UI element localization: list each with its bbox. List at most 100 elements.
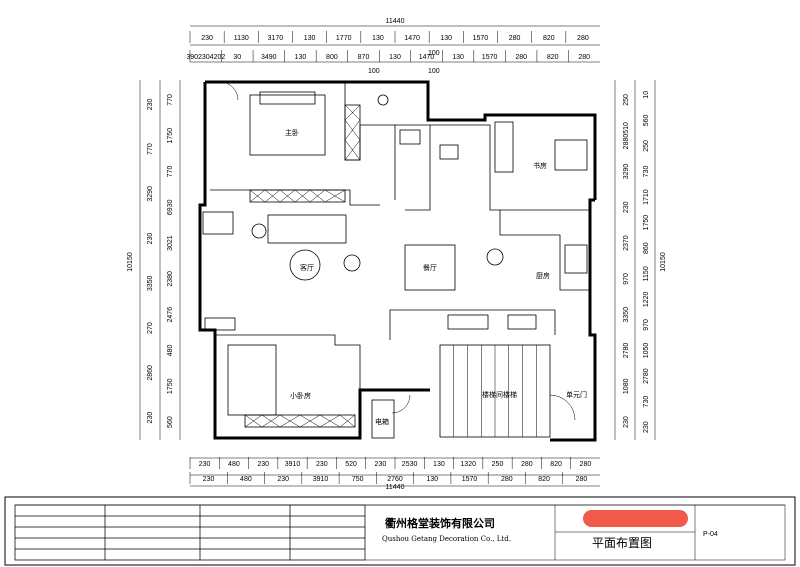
left-dim-outer-5: 270 <box>147 322 154 334</box>
bottom-dim-r1-8: 130 <box>433 461 445 468</box>
top-extra-100-b: 100 <box>428 50 440 57</box>
top-dim-r1-11: 280 <box>577 35 589 42</box>
right-dim-inner-10: 1050 <box>643 343 650 359</box>
small-bed <box>227 344 277 416</box>
counter-appliance <box>447 314 489 330</box>
right-dim-outer-1: 2880510 <box>623 122 630 149</box>
top-dim-r1-10: 820 <box>543 35 555 42</box>
left-dim-inner-4: 3021 <box>167 235 174 251</box>
top-dim-r2-10: 280 <box>515 54 527 61</box>
title-cell-1-0 <box>104 504 201 517</box>
bottom-dim-r2-8: 280 <box>501 476 513 483</box>
bottom-dim-r1-6: 230 <box>375 461 387 468</box>
right-dim-outer-0: 250 <box>623 94 630 106</box>
room-label-small-bedroom: 小卧房 <box>290 391 311 400</box>
left-dim-outer-2: 3290 <box>147 186 154 202</box>
small-bedroom-wall <box>215 334 361 390</box>
master-bed <box>249 94 326 156</box>
bottom-dim-r2-5: 2760 <box>387 476 403 483</box>
room-label-master-bedroom: 主卧 <box>285 128 299 137</box>
top-extra-100-a: 100 <box>368 68 380 75</box>
title-cell-3-4 <box>289 548 366 561</box>
door-swing-1 <box>219 81 239 101</box>
bottom-dim-r1-1: 480 <box>228 461 240 468</box>
right-dim-inner-2: 250 <box>643 140 650 152</box>
title-cell-2-1 <box>199 515 291 528</box>
right-dim-inner-4: 1710 <box>643 189 650 205</box>
bottom-dim-r1-12: 820 <box>550 461 562 468</box>
room-label-living-room: 客厅 <box>300 263 314 272</box>
bottom-dim-r1-7: 2530 <box>402 461 418 468</box>
washer <box>204 317 236 331</box>
left-dim-outer-6: 2860 <box>147 365 154 381</box>
entry-door-label: 单元门 <box>566 390 587 399</box>
washbasin <box>377 94 389 106</box>
door-swing-entry <box>549 394 576 421</box>
dining-table <box>404 244 456 291</box>
sink <box>564 244 588 274</box>
meter-box <box>371 399 395 439</box>
bottom-dim-r1-3: 3910 <box>285 461 301 468</box>
top-dim-r2-1: 30 <box>233 54 241 61</box>
title-cell-3-3 <box>289 537 366 550</box>
left-dim-inner-7: 480 <box>167 345 174 357</box>
right-dim-inner-5: 1750 <box>643 215 650 231</box>
bottom-dim-r2-6: 130 <box>426 476 438 483</box>
outer-wall-top <box>205 80 597 200</box>
bottom-dim-r2-7: 1570 <box>462 476 478 483</box>
redacted-project-name <box>583 510 688 527</box>
master-wardrobe <box>249 189 346 203</box>
top-dim-r1-4: 1770 <box>336 35 352 42</box>
right-dim-inner-0: 10 <box>643 91 650 99</box>
title-cell-0-1 <box>14 515 106 528</box>
top-dim-r1-8: 1570 <box>473 35 489 42</box>
bottom-dim-r1-13: 280 <box>580 461 592 468</box>
top-dim-r1-7: 130 <box>440 35 452 42</box>
title-cell-1-3 <box>104 537 201 550</box>
left-dim-outer-3: 230 <box>147 233 154 245</box>
bottom-dim-r1-5: 520 <box>345 461 357 468</box>
company-name-cn: 衢州格堂装饰有限公司 <box>385 516 495 530</box>
title-cell-1-4 <box>104 548 201 561</box>
right-dim-inner-12: 730 <box>643 396 650 408</box>
study-desk <box>554 139 588 171</box>
left-dim-outer-7: 230 <box>147 412 154 424</box>
top-extra-100-c: 100 <box>428 68 440 75</box>
bottom-dim-r2-2: 230 <box>277 476 289 483</box>
title-cell-0-0 <box>14 504 106 517</box>
kitchen-counter <box>389 309 556 340</box>
bottom-dim-r2-1: 480 <box>240 476 252 483</box>
top-dim-r2-2: 3490 <box>261 54 277 61</box>
top-dim-r1-6: 1470 <box>404 35 420 42</box>
bottom-dim-r2-10: 280 <box>576 476 588 483</box>
tv-cabinet <box>202 211 234 235</box>
top-dim-r2-11: 820 <box>547 54 559 61</box>
right-dim-outer-2: 3290 <box>623 164 630 180</box>
title-cell-3-2 <box>289 526 366 539</box>
right-dim-outer-5: 970 <box>623 273 630 285</box>
bottom-dim-r1-0: 230 <box>199 461 211 468</box>
right-dim-outer-4: 2370 <box>623 235 630 251</box>
right-dim-outer-3: 230 <box>623 201 630 213</box>
side-table <box>343 254 361 272</box>
right-dim-inner-9: 970 <box>643 319 650 331</box>
room-label-study: 书房 <box>533 161 547 170</box>
title-cell-0-4 <box>14 548 106 561</box>
drawing-title: 平面布置图 <box>592 536 652 550</box>
top-dim-r2-6: 130 <box>389 54 401 61</box>
left-dim-outer-0: 230 <box>147 98 154 110</box>
right-dim-inner-8: 1220 <box>643 292 650 308</box>
page-number: P-04 <box>703 531 718 538</box>
bathroom2-wall <box>430 124 491 185</box>
top-dim-r1-5: 130 <box>372 35 384 42</box>
bottom-dim-r1-2: 230 <box>257 461 269 468</box>
stove <box>507 314 537 330</box>
